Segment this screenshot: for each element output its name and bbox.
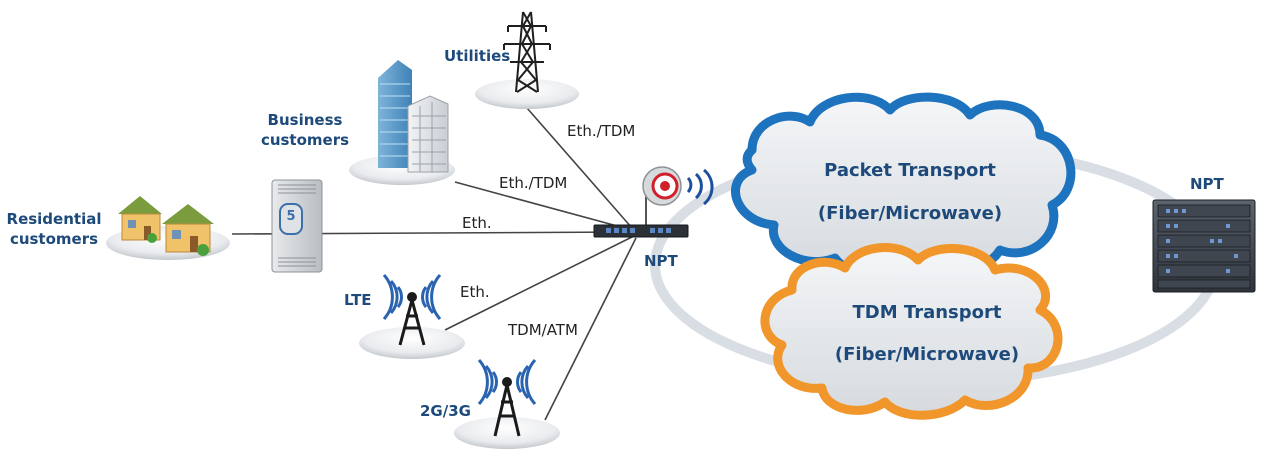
- npt-core-device-icon: [1152, 199, 1256, 293]
- line-utilities: [526, 107, 633, 229]
- utilities-label: Utilities: [444, 47, 511, 65]
- connection-lines: [231, 107, 637, 421]
- packet-cloud-subtitle: (Fiber/Microwave): [817, 203, 1003, 224]
- platform-2g3g: [454, 417, 560, 449]
- device-badge: 5: [286, 209, 296, 224]
- packet-cloud-title: Packet Transport: [824, 160, 996, 181]
- packet-transport-cloud: [731, 92, 1076, 279]
- npt-core-label: NPT: [1190, 175, 1224, 193]
- tdm-transport-cloud: [760, 243, 1063, 420]
- link-utilities-label: Eth./TDM: [567, 122, 636, 140]
- link-residential-label: Eth.: [462, 214, 492, 232]
- link-2g3g-label: TDM/ATM: [508, 321, 578, 339]
- line-lte: [444, 235, 635, 331]
- line-2g3g: [544, 237, 637, 421]
- tdm-cloud-subtitle: (Fiber/Microwave): [834, 344, 1020, 365]
- link-lte-label: Eth.: [460, 283, 490, 301]
- line-business: [454, 181, 633, 231]
- 2g3g-label: 2G/3G: [420, 402, 471, 420]
- residential-customers-label: Residential customers: [2, 210, 106, 249]
- residential-label-line2: customers: [9, 229, 99, 248]
- business-label-line2: customers: [260, 130, 350, 149]
- transmission-tower-icon: [503, 11, 551, 93]
- business-customers-label: Business customers: [258, 111, 352, 150]
- platform-lte: [359, 327, 465, 359]
- houses-icon: [118, 196, 214, 256]
- business-label-line1: Business: [267, 111, 343, 129]
- npt-hub-label: NPT: [644, 252, 678, 270]
- npt-hub-device-icon: [593, 224, 689, 238]
- access-device-icon: [271, 179, 323, 273]
- platform-utilities: [475, 79, 579, 109]
- tdm-cloud-title: TDM Transport: [852, 302, 1002, 323]
- office-buildings-icon: [378, 60, 449, 173]
- lte-tower-icon: [382, 274, 442, 346]
- residential-label-line1: Residential: [6, 210, 102, 228]
- 2g3g-tower-icon: [477, 359, 537, 437]
- link-business-label: Eth./TDM: [499, 174, 568, 192]
- lte-label: LTE: [344, 291, 372, 309]
- microwave-antenna-icon: [642, 166, 714, 226]
